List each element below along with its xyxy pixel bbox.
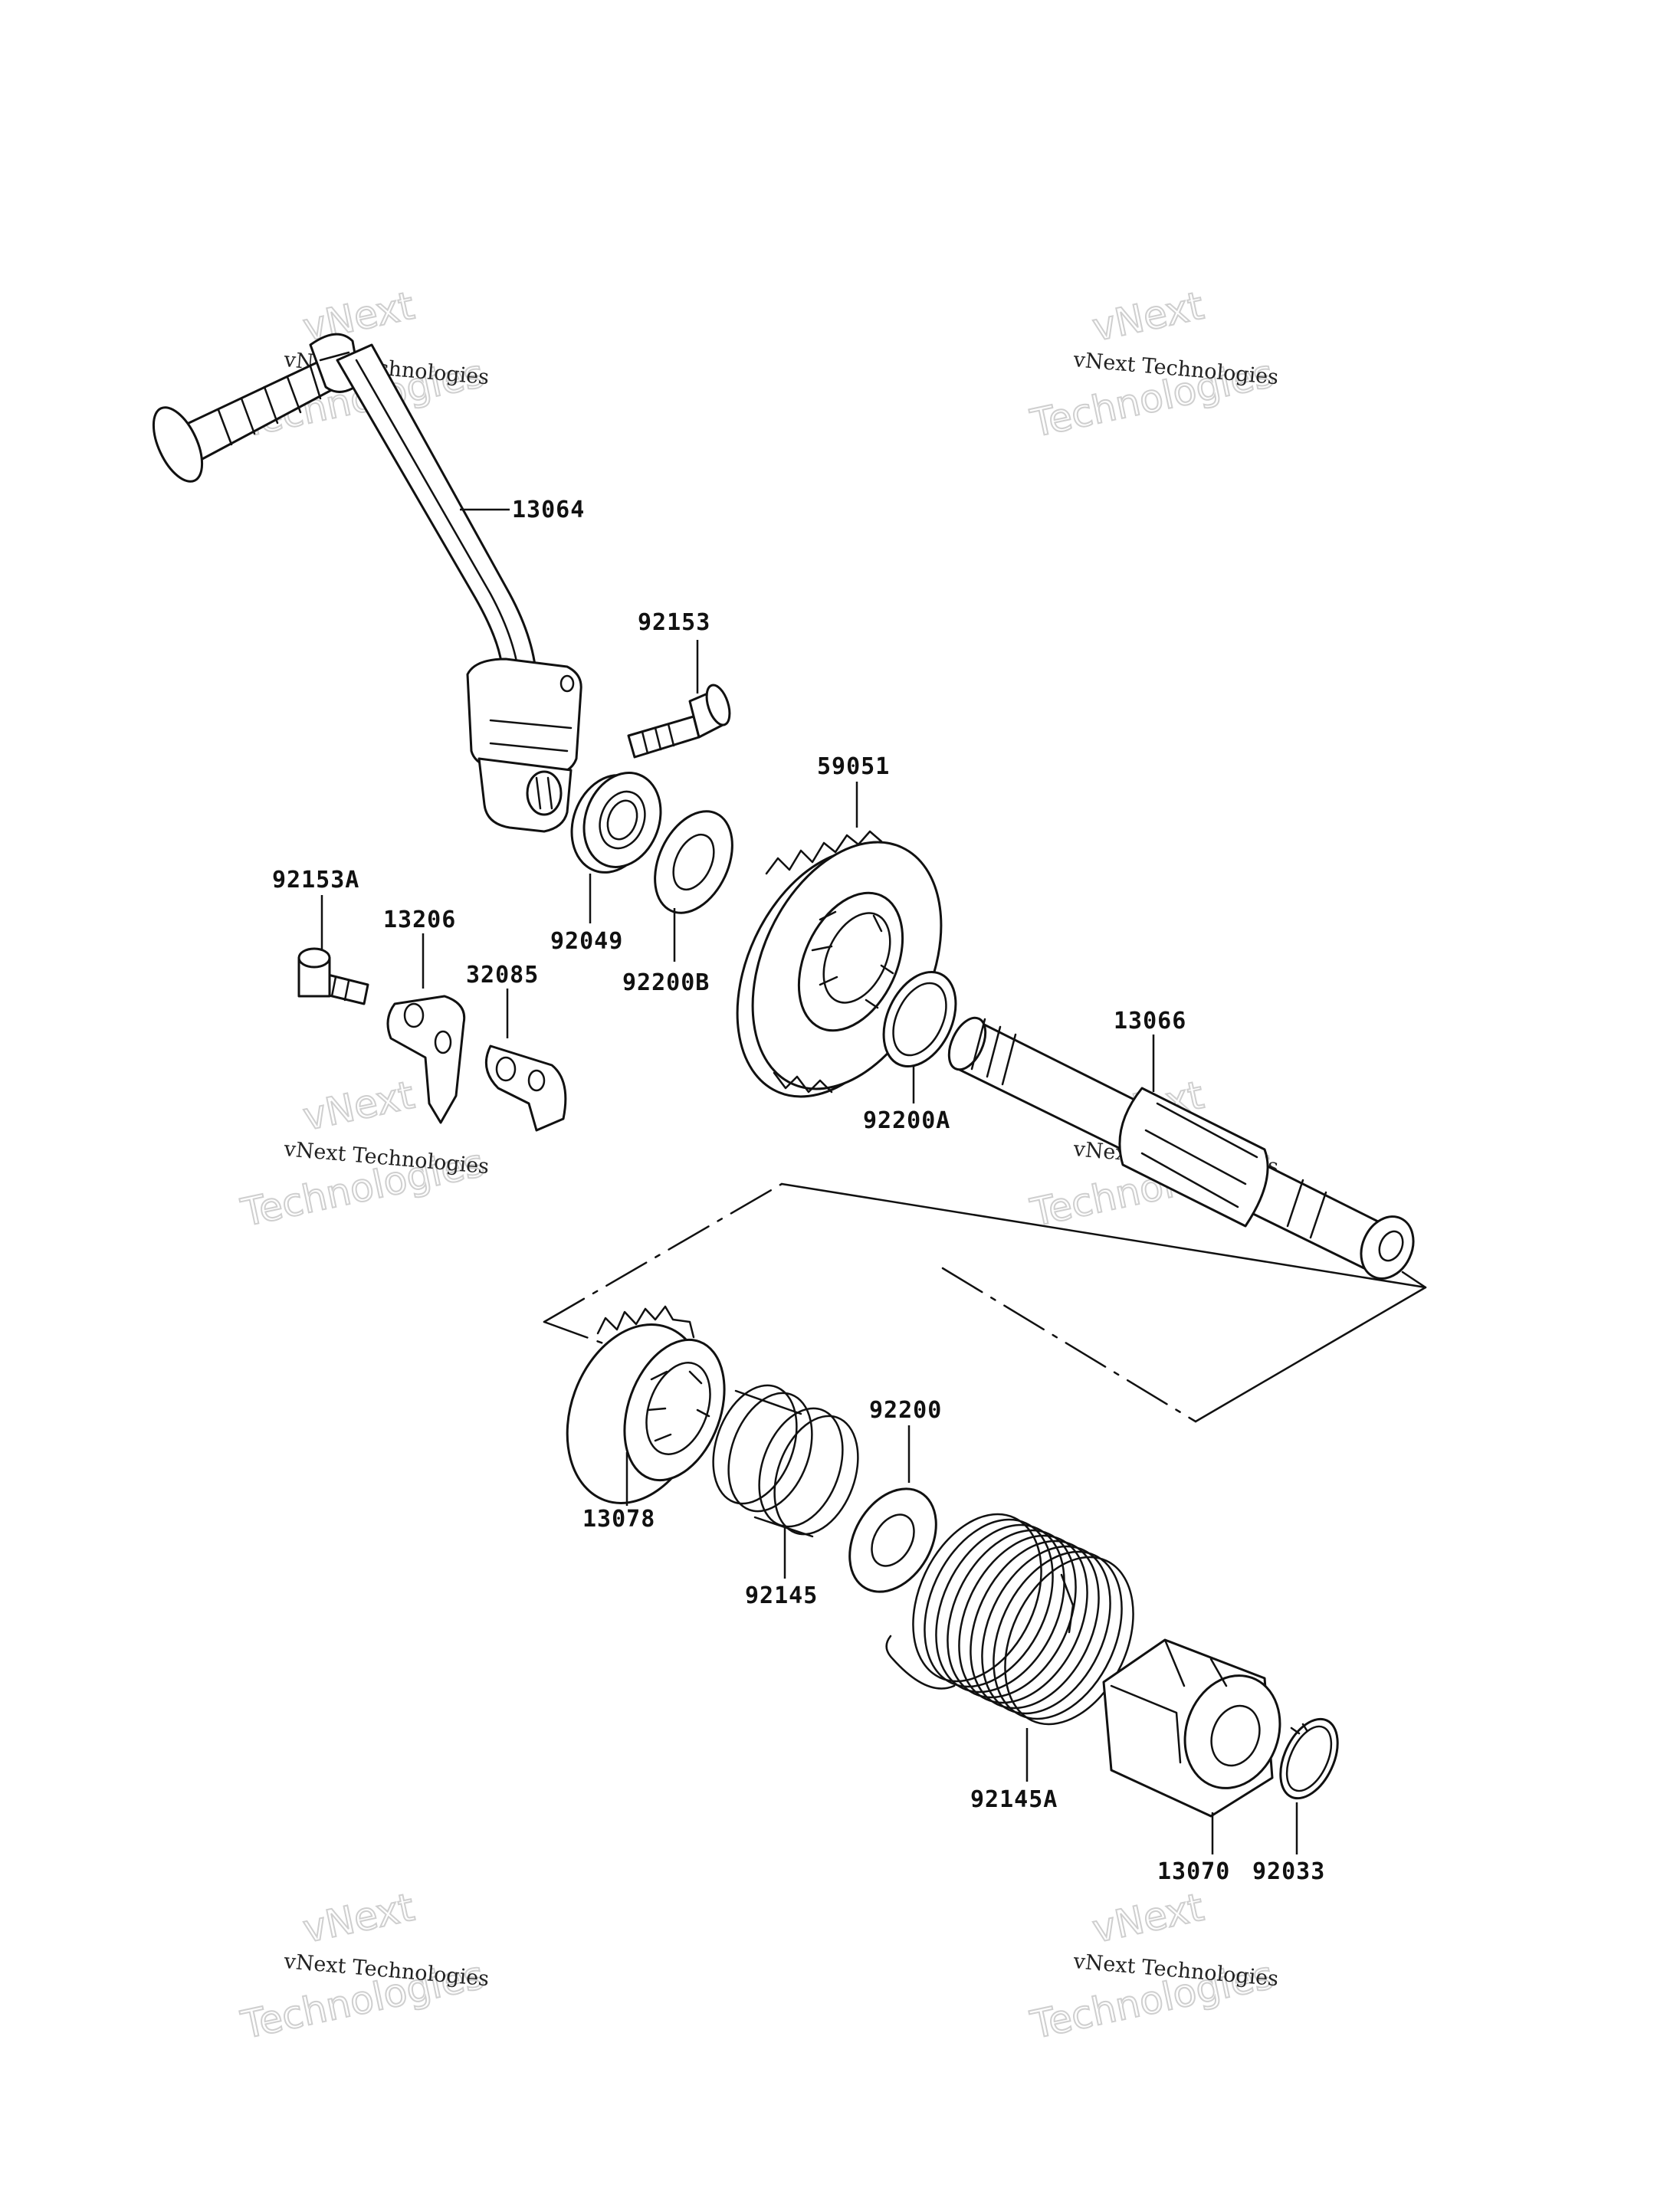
washer-92200A	[882, 970, 957, 1068]
oil-seal-92049	[570, 772, 662, 874]
circlip-92033	[1279, 1717, 1339, 1800]
watermark-bottom-right: vNext Technologies vNext Technologies	[1025, 1884, 1279, 2048]
kick-gear-59051	[736, 830, 943, 1098]
watermark-big-top: vNext	[299, 1885, 418, 1952]
watermark-big-top: vNext	[1088, 1885, 1207, 1952]
label-13206: 13206	[383, 907, 456, 933]
label-92145: 92145	[745, 1582, 818, 1609]
watermark-top-right: vNext Technologies vNext Technologies	[1025, 283, 1279, 447]
label-92153: 92153	[638, 609, 710, 636]
kick-pedal-13064	[152, 333, 582, 833]
label-13070: 13070	[1157, 1858, 1230, 1885]
label-92153A: 92153A	[272, 867, 359, 894]
label-92200: 92200	[869, 1397, 942, 1424]
label-92145A: 92145A	[970, 1786, 1058, 1813]
bolt-92153A	[297, 947, 369, 1005]
label-13066: 13066	[1114, 1008, 1186, 1035]
label-13064: 13064	[512, 497, 585, 523]
label-92200A: 92200A	[863, 1107, 950, 1134]
torsion-spring-92145A	[885, 1513, 1134, 1726]
bolt-92153	[627, 684, 731, 759]
watermark-bottom-left: vNext Technologies vNext Technologies	[236, 1884, 490, 2048]
washer-92200	[848, 1487, 937, 1593]
guide-32085	[484, 1044, 567, 1132]
spring-guide-13070	[1102, 1638, 1281, 1818]
washer-92200B	[654, 810, 733, 914]
watermark-big-top: vNext	[1088, 284, 1207, 350]
label-92049: 92049	[550, 928, 623, 955]
label-13078: 13078	[582, 1506, 655, 1533]
spring-92145	[712, 1384, 859, 1538]
kick-shaft-13066	[947, 1016, 1415, 1280]
label-32085: 32085	[466, 962, 539, 989]
ratchet-13078	[566, 1305, 726, 1504]
label-59051: 59051	[817, 753, 890, 780]
watermark-big-top: vNext	[299, 1073, 418, 1139]
plate-13206	[386, 995, 466, 1124]
label-92033: 92033	[1252, 1858, 1325, 1885]
label-92200B: 92200B	[622, 969, 710, 996]
